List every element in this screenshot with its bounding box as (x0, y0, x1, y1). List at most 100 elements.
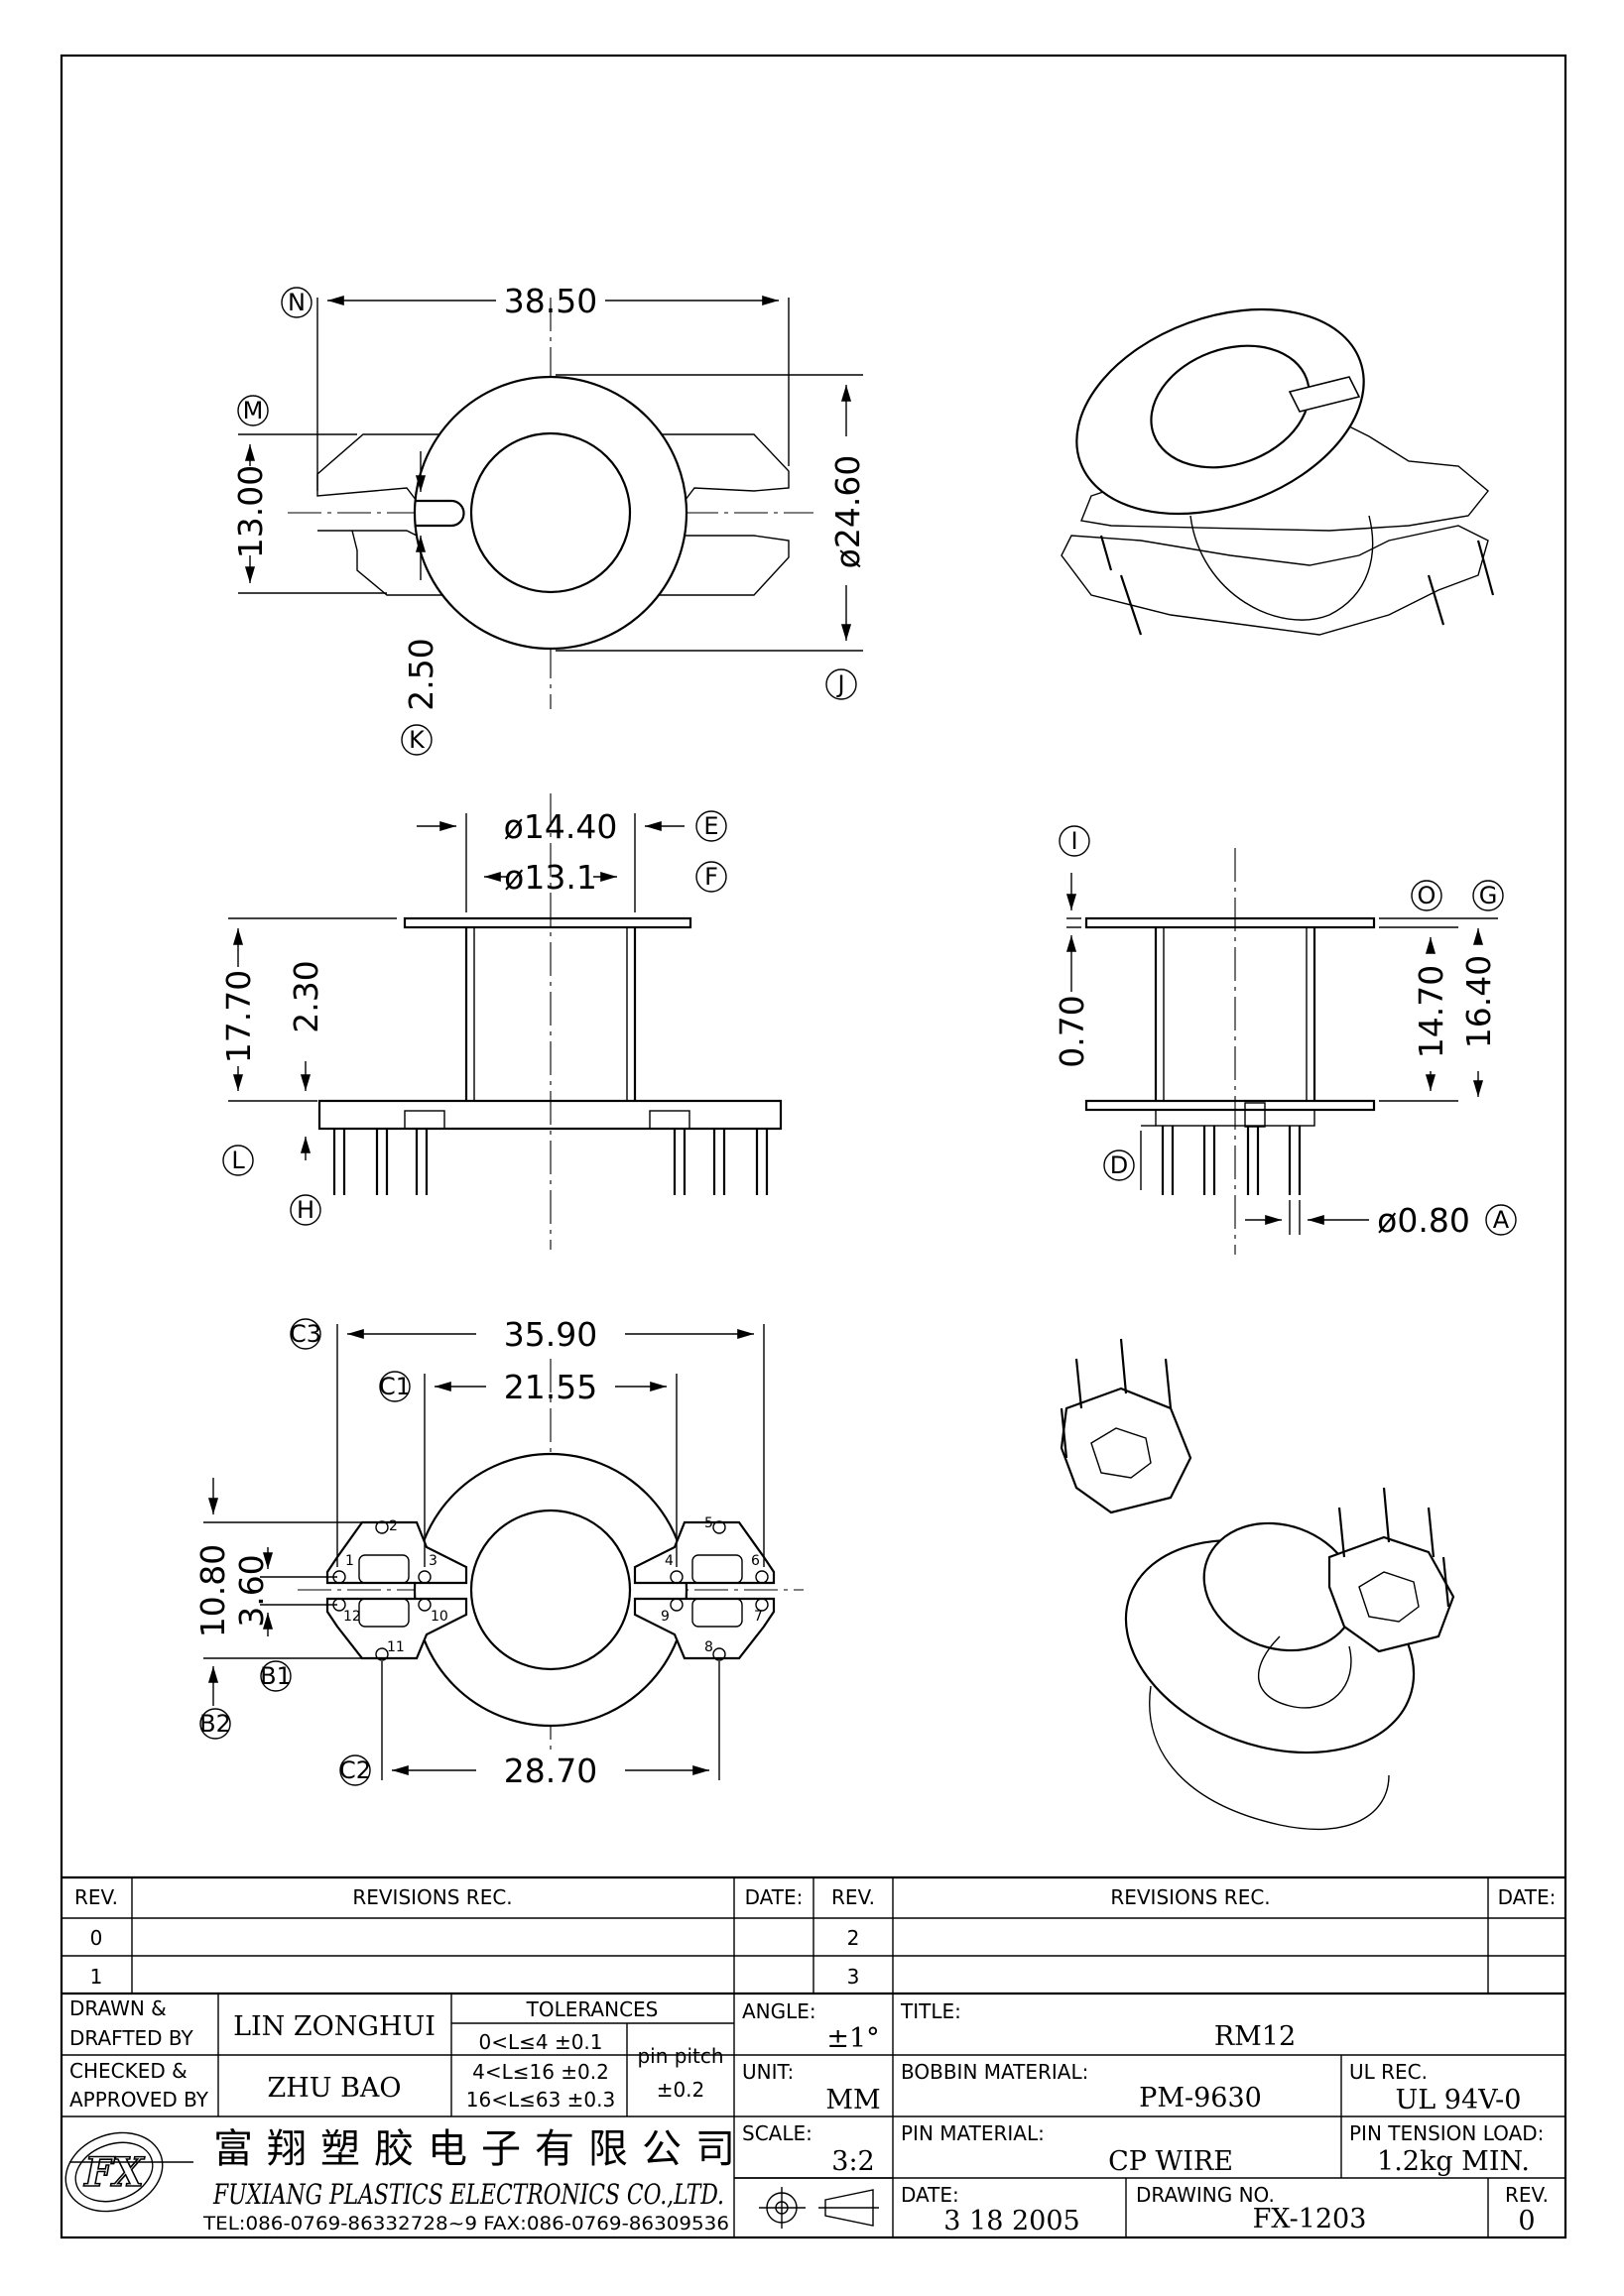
callout-j: J (835, 670, 844, 698)
pin-label-1: 1 (345, 1553, 354, 1569)
dim-top-slot: 2.50 (402, 638, 440, 710)
pin-label-6: 6 (751, 1553, 760, 1569)
dim-side-height: 17.70 (219, 970, 258, 1063)
rev-row-1: 1 (90, 1965, 103, 1989)
callout-m: M (243, 397, 264, 424)
tolerances-header: TOLERANCES (526, 1997, 659, 2021)
angle-value: ±1° (826, 2023, 879, 2054)
callout-c2: C2 (339, 1756, 371, 1784)
pin-material-label: PIN MATERIAL: (901, 2121, 1045, 2145)
callout-c1: C1 (379, 1373, 411, 1400)
pin-label-4: 4 (665, 1553, 674, 1569)
drawn-label-2: DRAFTED BY (69, 2026, 194, 2050)
tolerance-row-1: 0<L≤4 ±0.1 (478, 2030, 602, 2054)
dim-bottom-width: 35.90 (504, 1315, 597, 1354)
dim-bottom-pin-pitch: 3.60 (232, 1554, 271, 1627)
title-block: REV. REVISIONS REC. DATE: REV. REVISIONS… (62, 1875, 1565, 2237)
dim-pin-dia: ø0.80 (1377, 1201, 1470, 1240)
unit-value: MM (825, 2085, 880, 2115)
checked-label-2: APPROVED BY (69, 2088, 209, 2112)
dim-top-dia: ø24.60 (828, 455, 867, 569)
revisions-header-left: REVISIONS REC. (352, 1885, 512, 1909)
scale-label: SCALE: (742, 2121, 812, 2145)
ul-rec-value: UL 94V-0 (1396, 2085, 1522, 2115)
callout-a: A (1493, 1206, 1510, 1234)
callout-k: K (409, 726, 426, 754)
pin-label-9: 9 (661, 1609, 670, 1625)
isometric-view-top (1061, 307, 1495, 636)
pin-tension-value: 1.2kg MIN. (1377, 2146, 1530, 2177)
right-side-view: 0.70 14.70 16.40 D ø0.80 I O G A (1053, 825, 1517, 1255)
tolerance-row-2: 4<L≤16 ±0.2 (472, 2060, 609, 2084)
title-value: RM12 (1214, 2021, 1296, 2052)
dim-rside-total: 16.40 (1459, 955, 1498, 1048)
date-value: 3 18 2005 (943, 2206, 1079, 2236)
revisions-header-right: REVISIONS REC. (1110, 1885, 1270, 1909)
pin-tension-label: PIN TENSION LOAD: (1349, 2121, 1544, 2145)
drawn-label-1: DRAWN & (69, 1996, 167, 2020)
checked-by-value: ZHU BAO (267, 2073, 401, 2104)
rev-row-0: 0 (90, 1926, 103, 1950)
unit-label: UNIT: (742, 2060, 794, 2084)
dim-bottom-inner-width: 21.55 (504, 1368, 597, 1406)
rev-header-right: REV. (831, 1885, 875, 1909)
bobbin-material-value: PM-9630 (1139, 2083, 1262, 2114)
bottom-view: 1 2 3 4 5 6 7 8 9 10 11 12 35.90 21.55 2… (193, 1315, 804, 1790)
checked-label-1: CHECKED & (69, 2059, 187, 2083)
company-name-en: FUXIANG PLASTICS ELECTRONICS CO.,LTD. (212, 2178, 724, 2211)
drawing-no-label: DRAWING NO. (1136, 2183, 1275, 2207)
dim-rside-inner: 14.70 (1412, 965, 1450, 1058)
ul-rec-label: UL REC. (1349, 2060, 1428, 2084)
dim-side-flange: 2.30 (287, 960, 325, 1032)
rev-row-2: 2 (847, 1926, 860, 1950)
front-view: ø14.40 ø13.1 17.70 2.30 E F L H (219, 793, 783, 1250)
pin-material-value: CP WIRE (1108, 2146, 1233, 2177)
pin-label-2: 2 (389, 1518, 398, 1534)
callout-b2: B2 (199, 1710, 231, 1738)
tolerance-row-3: 16<L≤63 ±0.3 (466, 2088, 615, 2112)
pin-label-3: 3 (429, 1553, 437, 1569)
dim-rside-flange: 0.70 (1053, 995, 1091, 1067)
pin-label-8: 8 (704, 1639, 713, 1655)
dim-bottom-pin-span: 28.70 (504, 1752, 597, 1790)
callout-c3: C3 (290, 1320, 321, 1348)
drawn-by-value: LIN ZONGHUI (233, 2011, 436, 2042)
callout-n: N (288, 289, 306, 316)
dim-bottom-height: 10.80 (193, 1544, 232, 1637)
pin-pitch-label: pin pitch (637, 2044, 723, 2068)
svg-text:FX: FX (83, 2149, 145, 2196)
callout-d: D (1110, 1151, 1128, 1179)
callout-o: O (1418, 882, 1437, 909)
isometric-view-bottom (1060, 1338, 1455, 1831)
callout-g: G (1479, 882, 1498, 909)
company-logo-icon: FX (64, 2131, 164, 2213)
pin-label-10: 10 (431, 1609, 448, 1625)
pin-label-5: 5 (704, 1515, 713, 1531)
pin-label-12: 12 (343, 1609, 361, 1625)
title-label: TITLE: (900, 1999, 961, 2023)
pin-label-7: 7 (754, 1609, 763, 1625)
callout-f: F (704, 863, 718, 891)
company-contact: TEL:086-0769-86332728~9 FAX:086-0769-863… (202, 2213, 729, 2235)
callout-l: L (231, 1147, 245, 1174)
rev-value: 0 (1518, 2206, 1535, 2236)
sheet-border (60, 54, 1567, 2239)
drawing-no-value: FX-1203 (1253, 2204, 1367, 2235)
callout-i: I (1070, 827, 1077, 855)
pin-pitch-value: ±0.2 (657, 2078, 705, 2102)
dim-top-width: 38.50 (504, 282, 597, 320)
angle-label: ANGLE: (742, 1999, 816, 2023)
date-label: DATE: (901, 2183, 959, 2207)
company-name-cn: 富翔塑胶电子有限公司 (213, 2126, 749, 2172)
pin-label-11: 11 (387, 1639, 405, 1655)
dim-side-dia-inner: ø13.1 (504, 858, 597, 897)
projection-symbol-icon (759, 2187, 879, 2229)
rev-label: REV. (1505, 2183, 1549, 2207)
dim-side-dia-outer: ø14.40 (504, 807, 618, 846)
dim-top-height: 13.00 (231, 465, 270, 558)
date-header-right: DATE: (1498, 1885, 1557, 1909)
rev-row-3: 3 (847, 1965, 860, 1989)
callout-e: E (703, 812, 718, 840)
bobbin-material-label: BOBBIN MATERIAL: (901, 2060, 1088, 2084)
